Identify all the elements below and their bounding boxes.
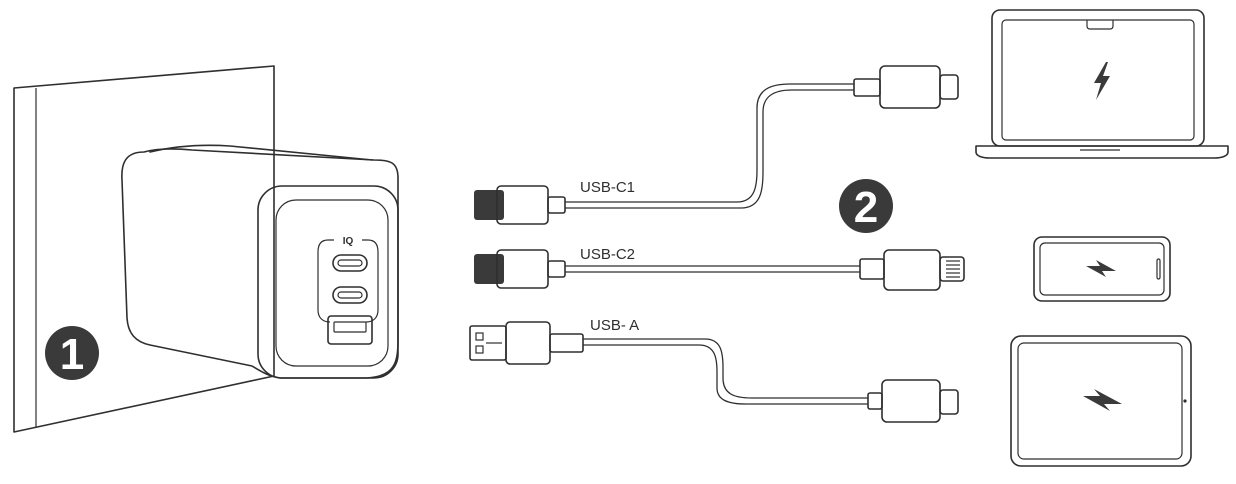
laptop-device [975, 9, 1229, 159]
lightning-bolt-icon [1086, 260, 1116, 277]
usb-a-cable: USB- A [469, 317, 959, 423]
lightning-bolt-icon [1094, 62, 1110, 100]
tablet-device [1010, 335, 1192, 467]
wall-outlet-panel [13, 65, 275, 433]
step-badge-2: 2 [839, 179, 893, 233]
usb-c2-port [332, 286, 368, 304]
usb-a-label: USB- A [590, 317, 639, 334]
lightning-bolt-icon [1083, 389, 1122, 411]
step-number-1: 1 [60, 330, 84, 379]
usb-c1-label: USB-C1 [580, 179, 635, 196]
usb-c1-port [332, 254, 368, 272]
step-number-2: 2 [854, 183, 878, 232]
usb-c2-label: USB-C2 [580, 246, 635, 263]
usb-c2-cable: USB-C2 [474, 246, 965, 291]
phone-device [1033, 236, 1171, 302]
step-badge-1: 1 [45, 326, 99, 380]
charger-logo-text: IQ [343, 236, 354, 247]
usb-c1-cable: USB-C1 [474, 65, 959, 225]
usb-a-port [327, 315, 373, 345]
wall-charger: IQ [121, 144, 399, 379]
